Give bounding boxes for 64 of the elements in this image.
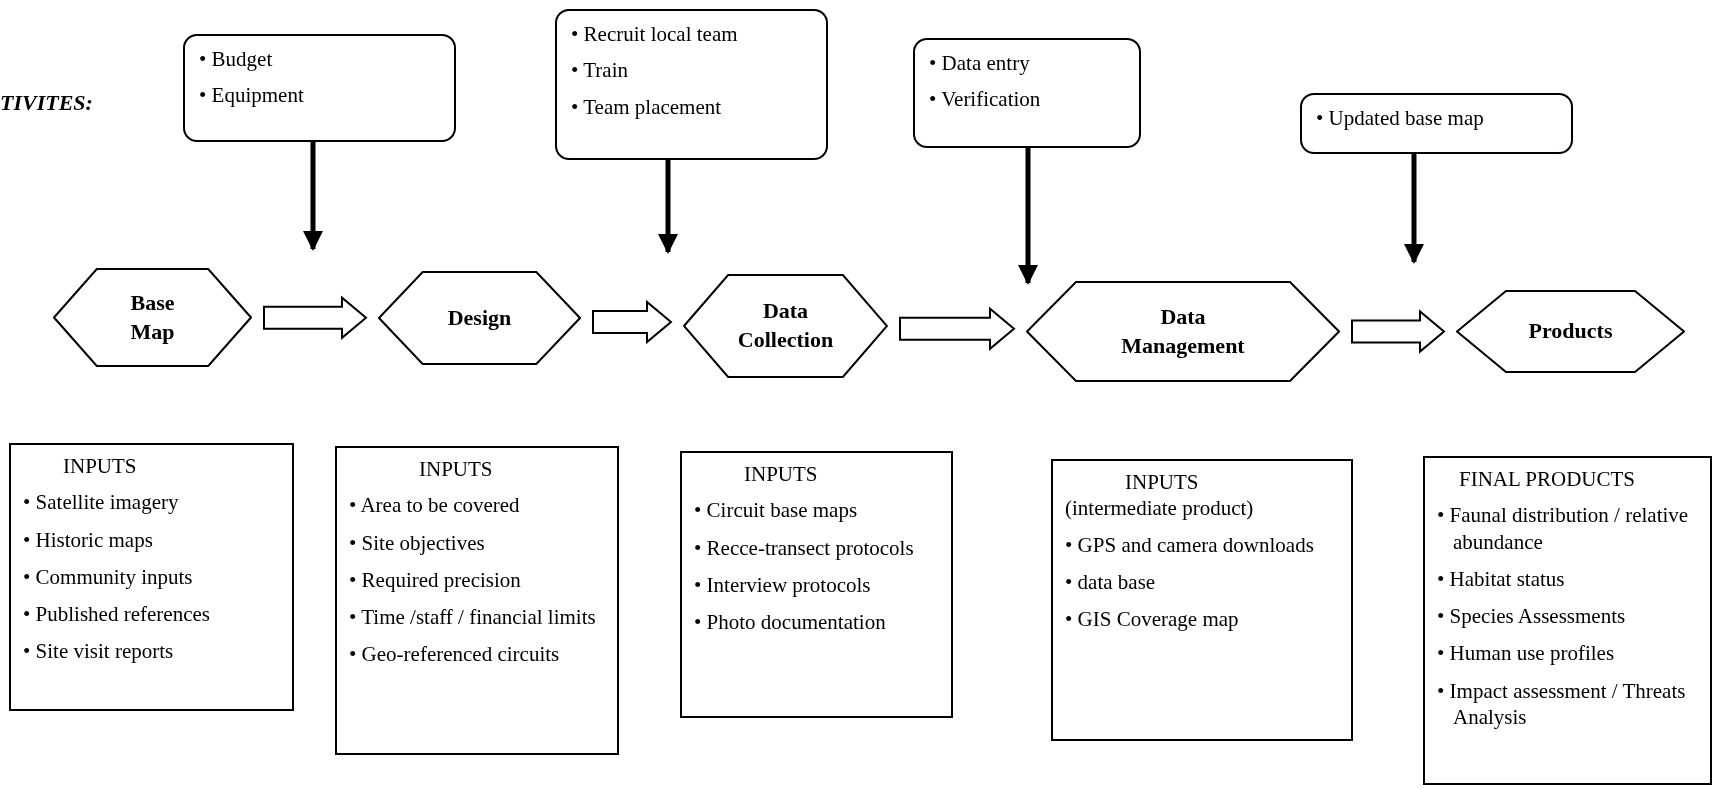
stage-hexagon	[1456, 290, 1685, 373]
bullet-item: • Train	[571, 57, 629, 84]
arrow	[1404, 154, 1424, 264]
bullet-item: • Site visit reports	[23, 638, 175, 665]
bullet-item: • Photo documentation	[694, 609, 887, 636]
bullet-item: • Human use profiles	[1437, 640, 1616, 667]
bullet-item: • Community inputs	[23, 563, 194, 590]
bullet-item: • Time /staff / financial limits	[349, 604, 597, 631]
stage-label: Base Map	[129, 288, 176, 346]
box-heading: INPUTS	[743, 461, 819, 488]
bullet-item: • GPS and camera downloads	[1065, 531, 1315, 558]
stage-label: Design	[446, 303, 513, 332]
arrow	[658, 160, 678, 254]
bullet-item: • Geo-referenced circuits	[349, 641, 561, 668]
inputs-box	[1423, 456, 1712, 785]
bullet-item: • Updated base map	[1316, 105, 1485, 132]
stage-hexagon	[53, 268, 252, 367]
activity-box	[1300, 93, 1573, 154]
arrow	[303, 142, 323, 251]
stage-hexagon	[1026, 281, 1340, 382]
stage-hexagon	[683, 274, 888, 378]
bullet-item: • Site objectives	[349, 529, 486, 556]
box-heading: INPUTS	[62, 453, 138, 480]
bullet-item: • Impact assessment / Threats Analysis	[1437, 677, 1687, 730]
box-heading: FINAL PRODUCTS	[1458, 466, 1636, 493]
bullet-item: • Area to be covered	[349, 492, 521, 519]
box-heading: INPUTS	[418, 456, 494, 483]
bullet-item: • Satellite imagery	[23, 489, 180, 516]
bullet-item: • Verification	[929, 86, 1042, 113]
bullet-item: • GIS Coverage map	[1065, 606, 1240, 633]
section-label: TIVITES:	[0, 90, 93, 116]
box-heading: (intermediate product)	[1065, 495, 1255, 522]
bullet-item: • Data entry	[929, 50, 1031, 77]
bullet-item: • Species Assessments	[1437, 603, 1627, 630]
bullet-item: • data base	[1065, 568, 1157, 595]
stage-label: Data Collection	[736, 297, 835, 354]
inputs-box	[1051, 459, 1353, 741]
stage-label: Products	[1527, 317, 1614, 346]
bullet-item: • Budget	[199, 46, 274, 73]
bullet-item: • Interview protocols	[694, 571, 872, 598]
box-heading: INPUTS	[1124, 469, 1200, 496]
inputs-box	[9, 443, 294, 711]
block-arrow	[1351, 309, 1446, 354]
bullet-item: • Equipment	[199, 82, 305, 109]
bullet-item: • Published references	[23, 601, 211, 628]
arrow	[1018, 148, 1038, 285]
bullet-item: • Recce-transect protocols	[694, 534, 915, 561]
bullet-item: • Team placement	[571, 93, 723, 120]
activity-box	[913, 38, 1141, 148]
block-arrow	[592, 299, 673, 345]
stage-hexagon	[378, 271, 581, 365]
activity-box	[555, 9, 828, 160]
activity-box	[183, 34, 456, 142]
inputs-box	[335, 446, 619, 755]
stage-label: Data Management	[1120, 302, 1246, 360]
bullet-item: • Required precision	[349, 566, 522, 593]
bullet-item: • Recruit local team	[571, 21, 739, 48]
block-arrow	[263, 295, 368, 340]
inputs-box	[680, 451, 953, 718]
block-arrow	[899, 306, 1016, 351]
bullet-item: • Faunal distribution / relative abundance	[1437, 502, 1690, 555]
bullet-item: • Circuit base maps	[694, 497, 859, 524]
bullet-item: • Habitat status	[1437, 565, 1566, 592]
bullet-item: • Historic maps	[23, 526, 154, 553]
